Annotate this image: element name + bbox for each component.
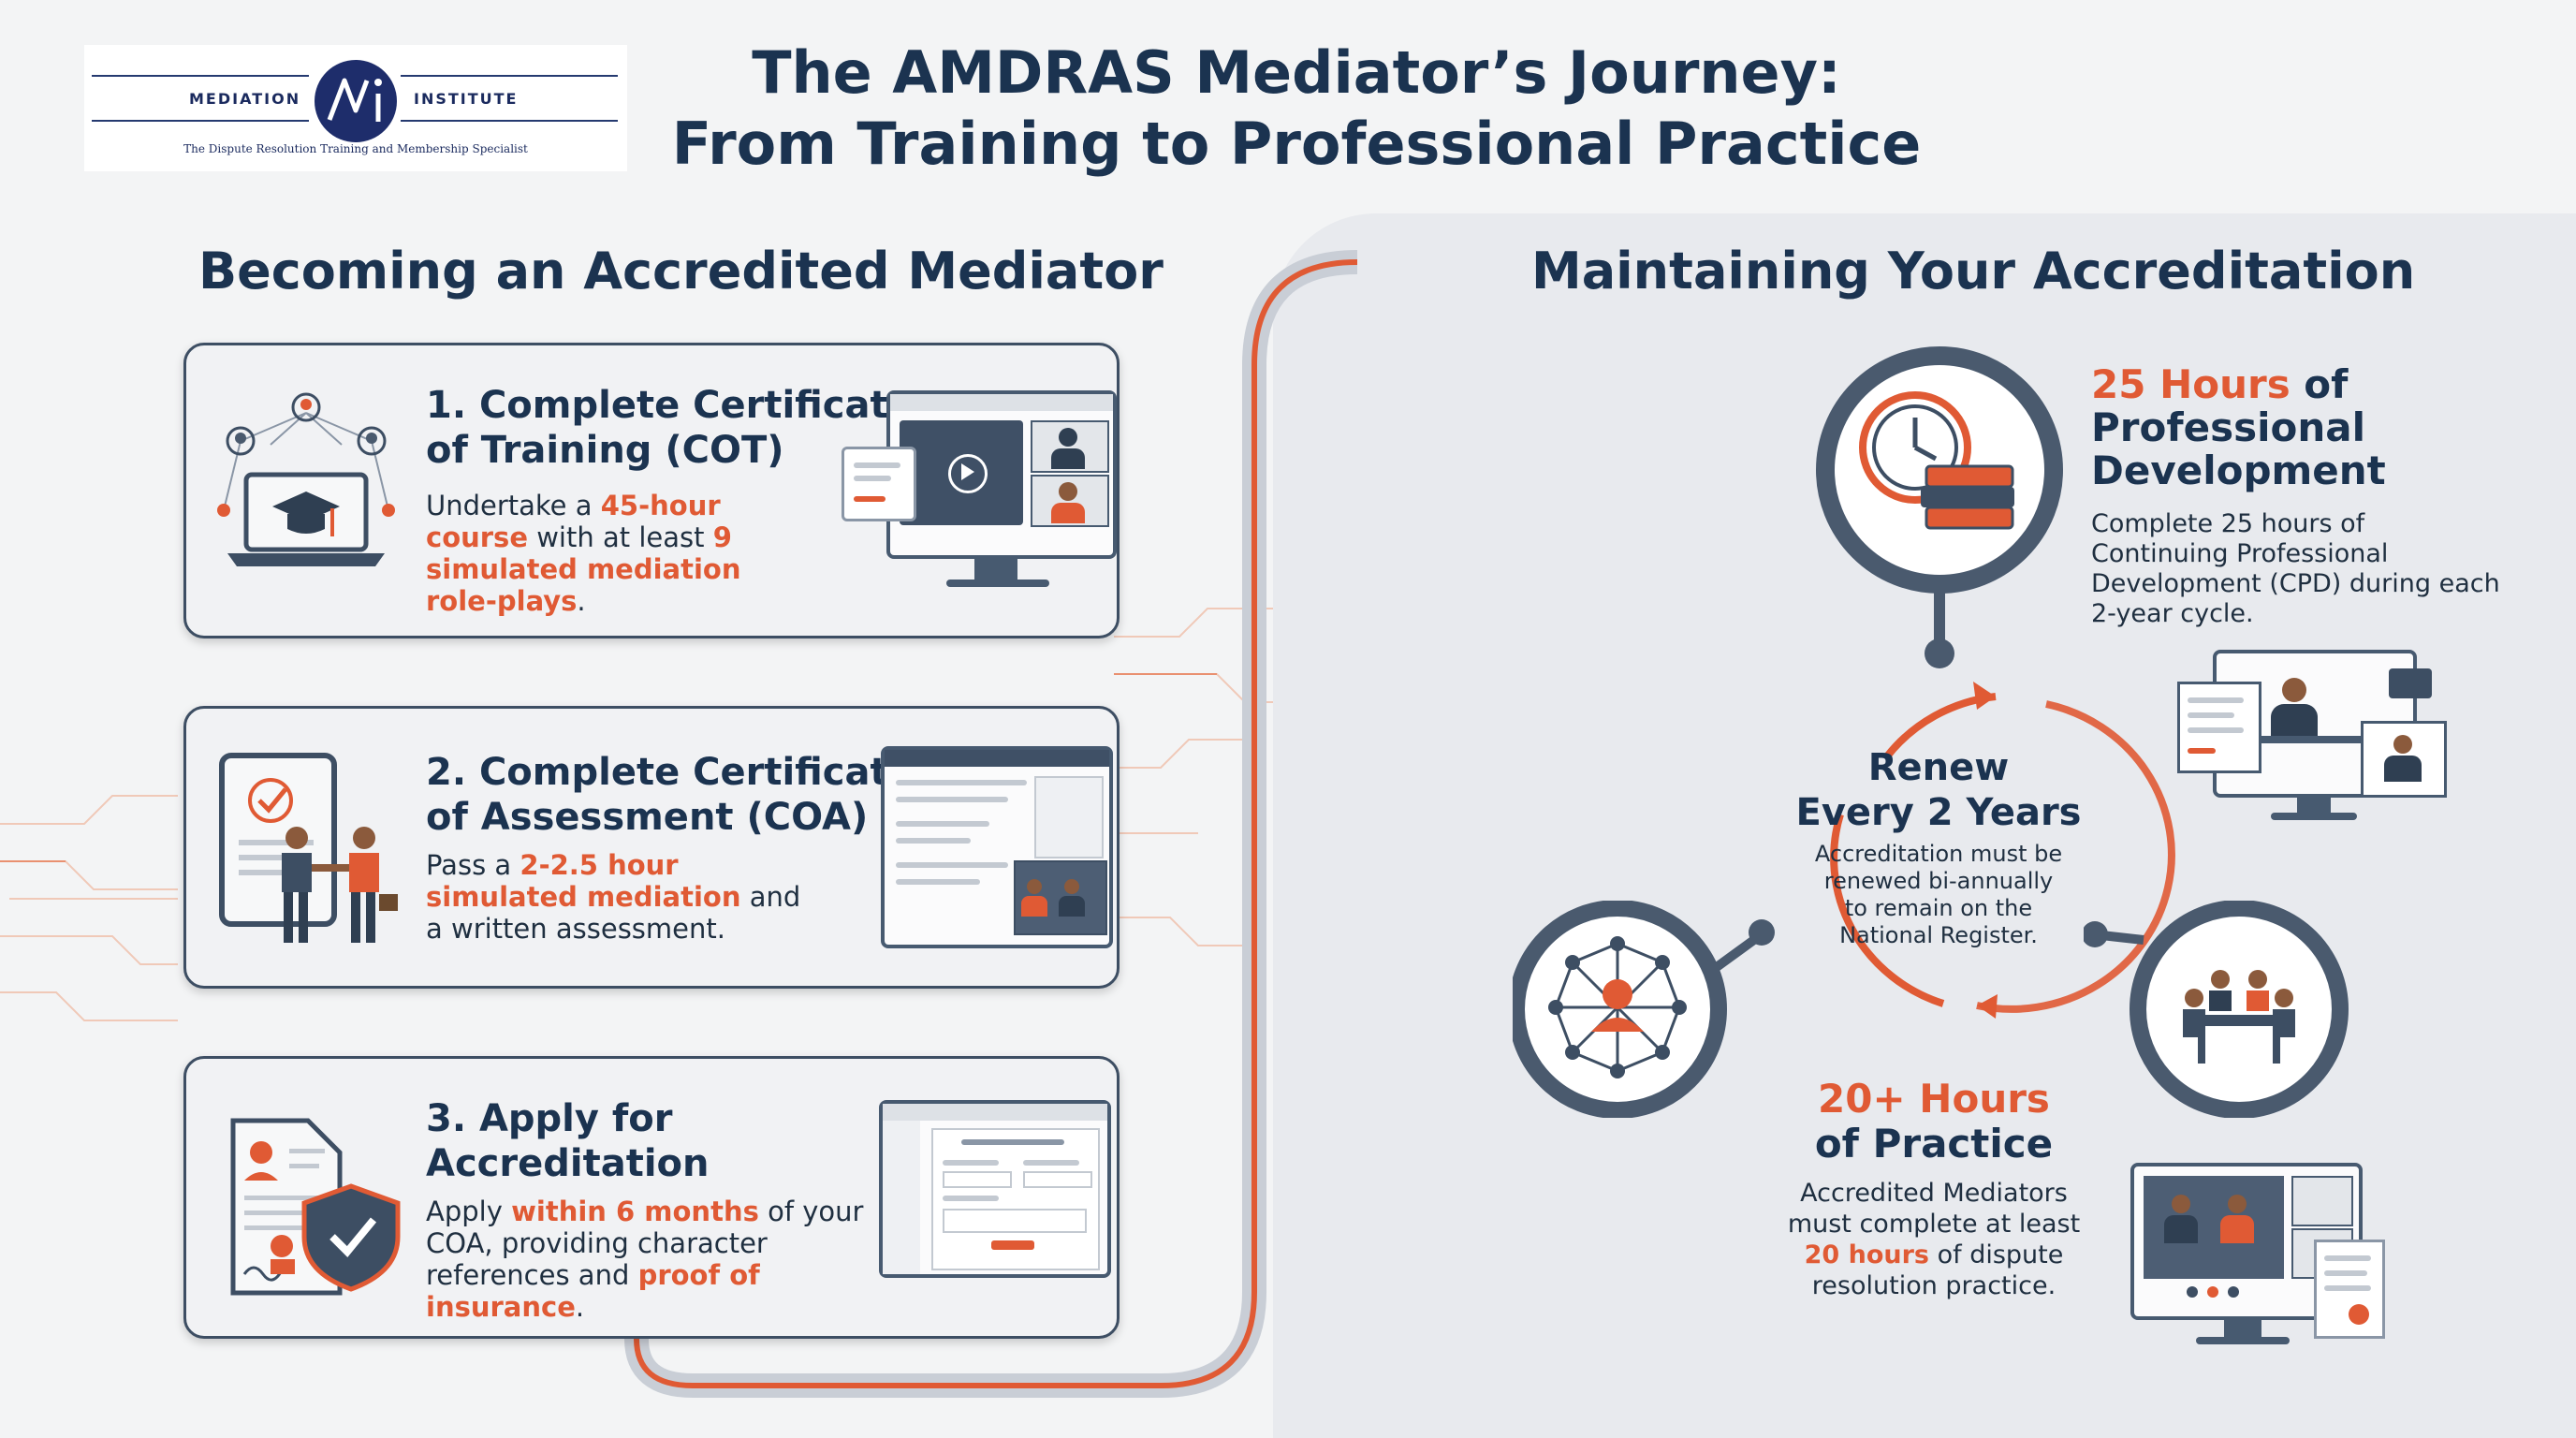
step-3-text-part: .	[575, 1291, 585, 1323]
cpd-heading-line-3: Development	[2091, 448, 2386, 493]
step-2-heading-line-2: of Assessment (COA)	[426, 796, 869, 839]
step-3-heading-line-1: 3. Apply for	[426, 1097, 673, 1140]
practice-hours-highlight: 20+ Hours	[1818, 1076, 2050, 1122]
step-3-heading-line-2: Accreditation	[426, 1142, 710, 1185]
application-form-window-icon	[879, 1100, 1111, 1278]
step-2-text-part: Pass a	[426, 849, 520, 881]
step-1-heading-line-1: 1. Complete Certificate	[426, 384, 914, 427]
tablet-checkmark-handshake-icon	[219, 753, 398, 943]
step-3-text-highlight: proof of insurance	[426, 1259, 760, 1323]
step-1-text-highlight: 9 simulated mediation role-plays	[426, 521, 741, 617]
practice-description: Accredited Mediators must complete at le…	[1775, 1178, 2093, 1301]
practice-heading-line-2: of Practice	[1814, 1121, 2054, 1167]
practice-text-part: Accredited Mediators must complete at le…	[1787, 1179, 2081, 1239]
left-section-title: Becoming an Accredited Mediator	[198, 242, 1164, 301]
step-1-description: Undertake a 45-hour course with at least…	[426, 490, 819, 617]
page-title: The AMDRAS Mediator’s Journey: From Trai…	[599, 37, 1994, 180]
clock-books-icon	[1816, 346, 2063, 668]
step-1-text-highlight: 45-hour course	[426, 490, 721, 553]
assessment-software-window-icon	[881, 746, 1113, 948]
renew-heading: Renew Every 2 Years	[1784, 745, 2093, 835]
mediation-institute-logo: MEDIATION INSTITUTE The Dispute Resoluti…	[84, 45, 627, 171]
step-3-text-highlight: within 6 months	[511, 1196, 759, 1227]
step-2-heading-line-1: 2. Complete Certificate	[426, 751, 914, 794]
logo-right-text: INSTITUTE	[414, 90, 519, 108]
step-card-apply: 3. Apply for Accreditation Apply within …	[183, 1056, 1120, 1339]
practice-heading: 20+ Hours of Practice	[1756, 1077, 2112, 1167]
journey-connector	[624, 250, 1357, 1398]
logo-tagline: The Dispute Resolution Training and Memb…	[183, 142, 528, 155]
title-line-2: From Training to Professional Practice	[671, 110, 1922, 178]
renew-heading-line-1: Renew	[1867, 746, 2010, 789]
step-1-text-part: .	[577, 585, 586, 617]
practice-text-part: of dispute resolution practice.	[1811, 1240, 2064, 1300]
cpd-heading-line-2: Professional	[2091, 404, 2365, 450]
document-shield-check-icon	[230, 1118, 401, 1296]
step-3-heading: 3. Apply for Accreditation	[426, 1096, 709, 1186]
renewal-cycle-arrows-icon	[1830, 682, 2175, 1019]
network-people-icon	[1513, 901, 1775, 1118]
renew-heading-line-2: Every 2 Years	[1795, 791, 2082, 834]
step-1-text-part: with at least	[528, 521, 713, 553]
step-1-text-part: Undertake a	[426, 490, 601, 521]
step-3-text-part: of your COA, providing character referen…	[426, 1196, 864, 1291]
video-conference-monitor-icon	[2177, 650, 2449, 837]
cpd-description: Complete 25 hours of Continuing Professi…	[2091, 509, 2500, 628]
step-2-text-part: and a written assessment.	[426, 881, 801, 945]
step-2-heading: 2. Complete Certificate of Assessment (C…	[426, 750, 914, 840]
cpd-heading: 25 Hours of Professional Development	[2091, 363, 2386, 492]
logo-mark-icon	[315, 60, 397, 142]
note-card-icon	[842, 447, 916, 521]
title-line-1: The AMDRAS Mediator’s Journey:	[752, 38, 1841, 107]
network-laptop-graduation-icon	[217, 392, 395, 566]
right-section-title: Maintaining Your Accreditation	[1531, 242, 2416, 301]
monitor-document-practice-icon	[2130, 1163, 2393, 1359]
cpd-heading-of: of	[2290, 361, 2349, 407]
video-lesson-monitor-icon	[886, 390, 1117, 559]
step-3-text-part: Apply	[426, 1196, 512, 1227]
cpd-heading-line-1: 25 Hours of	[2091, 363, 2386, 406]
step-card-coa: 2. Complete Certificate of Assessment (C…	[183, 706, 1120, 989]
step-2-description: Pass a 2-2.5 hour simulated mediation an…	[426, 849, 819, 945]
meeting-table-icon	[2084, 901, 2349, 1118]
circuit-decoration	[0, 608, 1282, 1021]
renew-description: Accreditation must be renewed bi-annuall…	[1814, 841, 2063, 948]
step-1-heading-line-2: of Training (COT)	[426, 429, 784, 472]
practice-text-highlight: 20 hours	[1804, 1240, 1929, 1269]
step-3-description: Apply within 6 months of your COA, provi…	[426, 1196, 866, 1323]
step-card-cot: 1. Complete Certificate of Training (COT…	[183, 343, 1120, 638]
step-2-text-highlight: 2-2.5 hour simulated mediation	[426, 849, 741, 913]
step-1-heading: 1. Complete Certificate of Training (COT…	[426, 383, 914, 473]
cpd-hours-highlight: 25 Hours	[2091, 361, 2291, 407]
logo-left-text: MEDIATION	[189, 90, 301, 108]
